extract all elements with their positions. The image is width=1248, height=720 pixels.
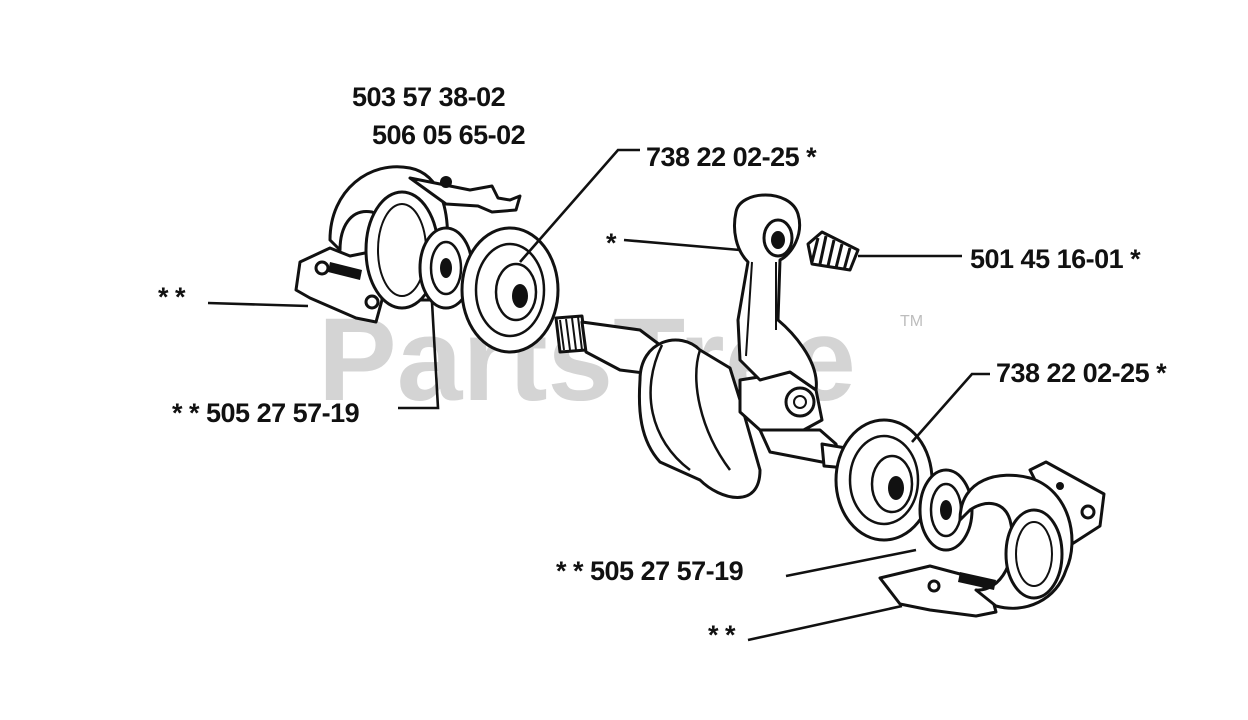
label-crankcase-half-right: * * <box>708 620 736 650</box>
connecting-rod[interactable] <box>733 193 818 392</box>
label-needle-bearing: 501 45 16-01 * <box>970 244 1141 274</box>
right-seal[interactable] <box>918 468 974 552</box>
right-ball-bearing[interactable] <box>834 418 934 542</box>
leader-ball-bearing-right <box>911 372 990 443</box>
label-seal-right: * * 505 27 57-19 <box>556 556 744 586</box>
left-crankcase-housing[interactable] <box>294 165 522 324</box>
leader-crankcase-half-left <box>207 301 309 308</box>
label-seal-left: * * 505 27 57-19 <box>172 398 360 428</box>
label-connecting-rod: * <box>606 228 617 258</box>
right-crankcase-housing[interactable] <box>878 460 1106 618</box>
needle-bearing[interactable] <box>806 230 860 272</box>
label-506-05-65-02: 506 05 65-02 <box>372 120 525 150</box>
label-crankcase-half-left: * * <box>158 282 186 312</box>
leader-seal-left <box>398 301 440 410</box>
leader-seal-right <box>785 548 917 578</box>
label-ball-bearing-left: 738 22 02-25 * <box>646 142 817 172</box>
left-ball-bearing[interactable] <box>460 226 560 354</box>
leader-lines <box>207 148 990 642</box>
leader-connecting-rod <box>623 238 741 252</box>
leader-crankcase-half-right <box>747 604 903 642</box>
watermark-trademark: TM <box>900 313 923 330</box>
label-503-57-38-02: 503 57 38-02 <box>352 82 505 112</box>
leader-ball-bearing-left <box>519 148 640 263</box>
label-ball-bearing-right: 738 22 02-25 * <box>996 358 1167 388</box>
